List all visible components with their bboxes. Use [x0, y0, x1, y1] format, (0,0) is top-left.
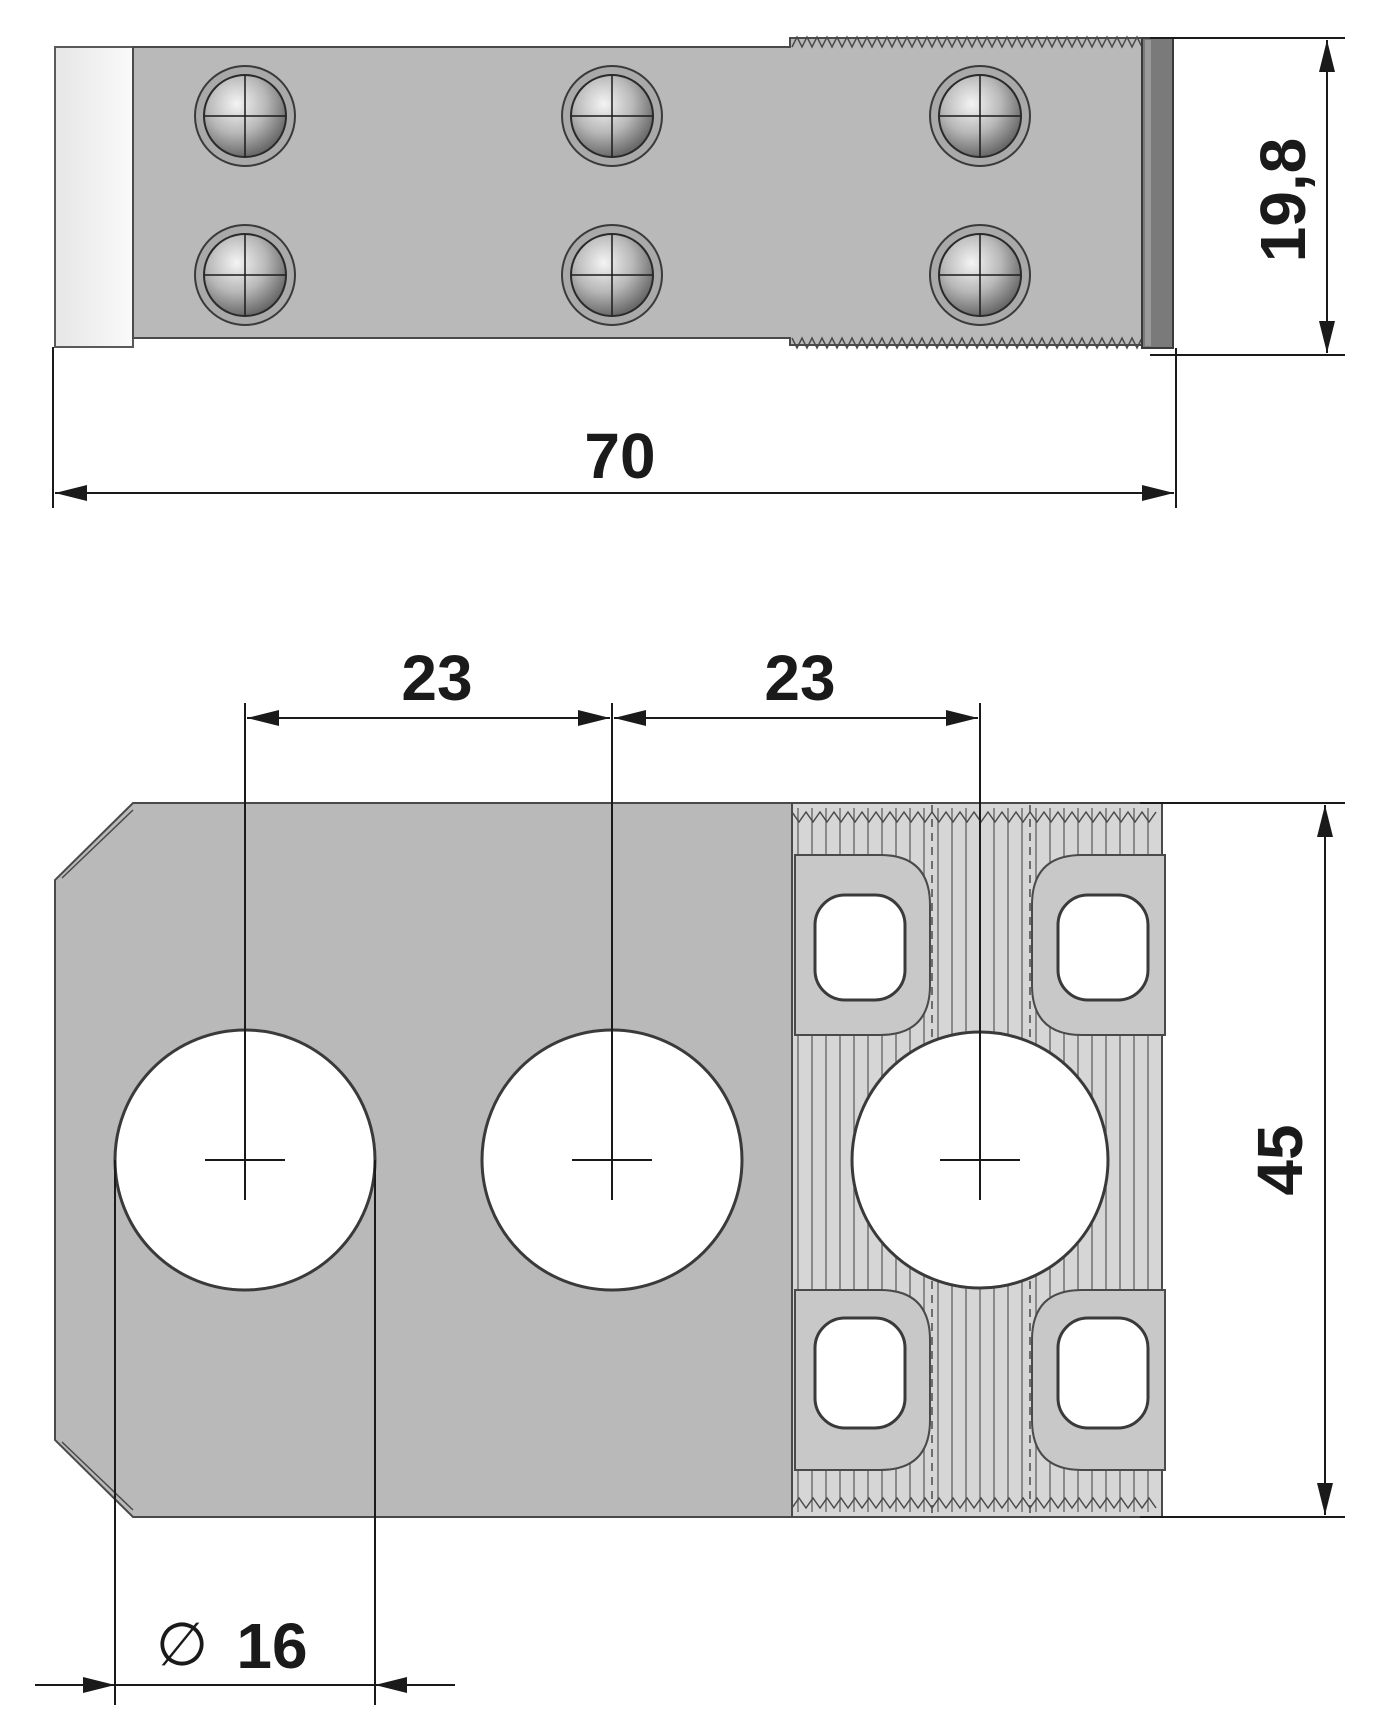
dimension-label-spacing-right: 23 — [764, 642, 835, 714]
top-view-end-cap-highlight — [1145, 40, 1151, 346]
screw-icon — [194, 224, 296, 326]
slot-hole-bottom-left — [813, 1316, 907, 1430]
dimension-label-width: 45 — [1244, 1124, 1316, 1195]
screw-icon — [561, 224, 663, 326]
front-view-chamfer-bottom — [61, 1441, 134, 1511]
front-view — [54, 703, 1166, 1518]
dimension-label-length: 70 — [584, 420, 655, 492]
ridge-zigzag-top — [791, 810, 1157, 824]
dimension-label-diameter: 16 — [236, 1610, 307, 1682]
slot-hole-bottom-right — [1056, 1316, 1150, 1430]
diameter-symbol: ∅ — [156, 1610, 208, 1680]
screw-icon — [561, 65, 663, 167]
dimension-label-spacing-left: 23 — [401, 642, 472, 714]
slot-hole-top-right — [1056, 893, 1150, 1002]
top-view-serrated-edge-top — [791, 35, 1143, 49]
slot-hole-top-left — [813, 893, 907, 1002]
top-view-serrated-edge-bottom — [791, 336, 1143, 350]
dimension-diameter: ∅ 16 — [35, 1160, 455, 1705]
front-view-chamfer-top — [61, 809, 134, 879]
ridge-zigzag-bottom — [791, 1496, 1157, 1510]
screw-group — [194, 65, 1031, 326]
mount-pads — [794, 854, 1166, 1471]
screw-icon — [929, 65, 1031, 167]
top-view-bevel-face — [54, 46, 134, 348]
ridge-frame — [791, 802, 1163, 1518]
dimension-height: 19,8 — [1150, 37, 1345, 356]
top-view — [54, 35, 1174, 350]
center-marks — [205, 703, 1020, 1200]
screw-icon — [194, 65, 296, 167]
dimension-label-height: 19,8 — [1247, 138, 1319, 263]
screw-icon — [929, 224, 1031, 326]
dimension-spacing: 23 23 — [247, 642, 978, 726]
dimension-length: 70 — [52, 347, 1177, 508]
dimension-width: 45 — [1140, 802, 1345, 1518]
